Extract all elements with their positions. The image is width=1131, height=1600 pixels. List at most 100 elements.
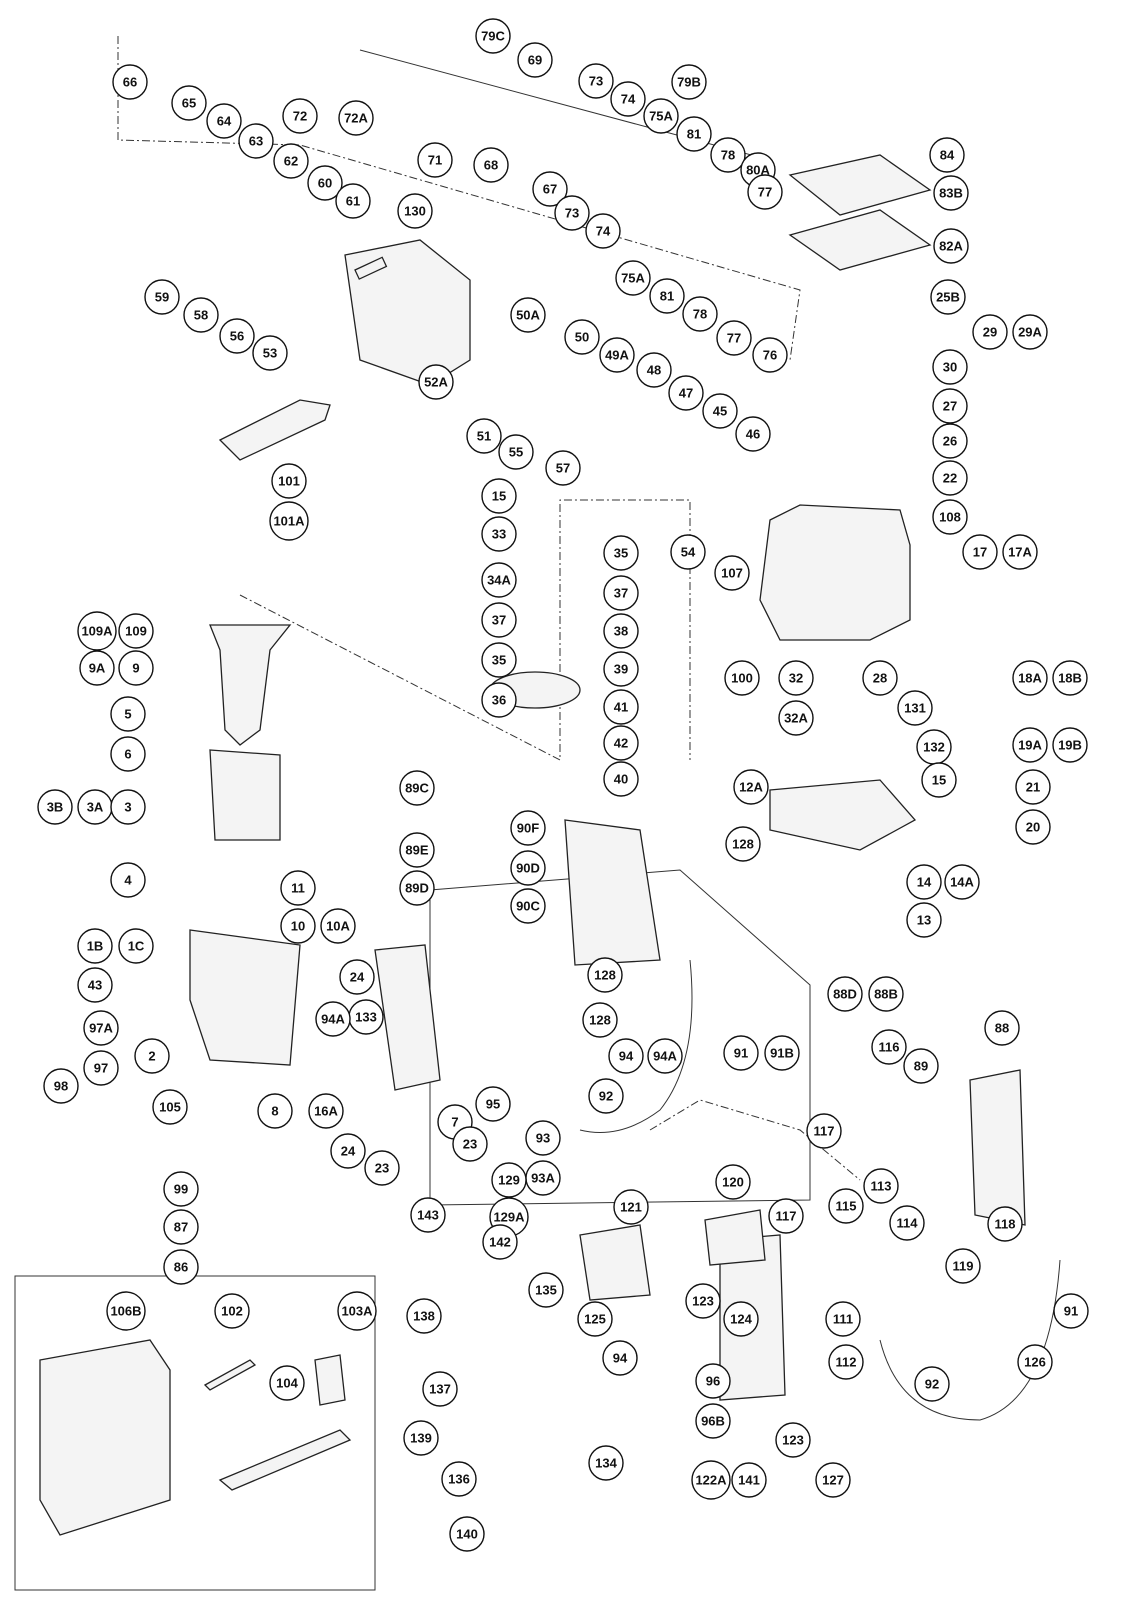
callout-circle (528, 1272, 564, 1308)
callout-number: 21 (1026, 780, 1040, 795)
callout-number: 79C (481, 29, 505, 44)
callout-circle (475, 1086, 511, 1122)
callout-138: 138 (406, 1298, 442, 1334)
callout-116: 116 (871, 1029, 907, 1065)
callout-circle (691, 1460, 731, 1500)
callout-number: 139 (410, 1431, 432, 1446)
callout-number: 15 (932, 773, 946, 788)
callout-circle (897, 690, 933, 726)
callout-number: 7 (451, 1115, 458, 1130)
callout-number: 13 (917, 913, 931, 928)
callout-number: 19A (1018, 738, 1042, 753)
callout-circle (889, 1205, 925, 1241)
callout-number: 89E (405, 843, 428, 858)
callout-circle (863, 1168, 899, 1204)
callout-circle (77, 928, 113, 964)
callout-circle (815, 1462, 851, 1498)
callout-119: 119 (945, 1248, 981, 1284)
carrying-case (39, 1339, 171, 1536)
callout-128: 128 (587, 957, 623, 993)
switch-cover-121 (579, 1224, 651, 1301)
callout-circle (1012, 314, 1048, 350)
callout-number: 121 (620, 1200, 642, 1215)
callout-number: 3 (124, 800, 131, 815)
callout-number: 109 (125, 624, 147, 639)
callout-5: 5 (110, 696, 146, 732)
callout-circle (585, 213, 621, 249)
callout-circle (932, 388, 968, 424)
callout-number: 114 (897, 1216, 919, 1231)
callout-132: 132 (916, 729, 952, 765)
callout-number: 32 (789, 671, 803, 686)
callout-47: 47 (668, 375, 704, 411)
callout-number: 56 (230, 329, 244, 344)
callout-circle (695, 1403, 731, 1439)
callout-circle (163, 1249, 199, 1285)
callout-number: 29A (1018, 325, 1042, 340)
callout-number: 98 (54, 1079, 68, 1094)
callout-circle (735, 416, 771, 452)
callout-number: 108 (939, 510, 961, 525)
callout-circle (588, 1445, 624, 1481)
callout-number: 122A (695, 1473, 727, 1488)
callout-48: 48 (636, 352, 672, 388)
callout-32a: 32A (778, 700, 814, 736)
callout-circle (1015, 769, 1051, 805)
callout-29: 29 (972, 314, 1008, 350)
callout-78: 78 (682, 296, 718, 332)
callout-circle (545, 450, 581, 486)
callout-number: 29 (983, 325, 997, 340)
callout-number: 123 (692, 1294, 714, 1309)
callout-10a: 10A (320, 908, 356, 944)
callout-number: 51 (477, 429, 491, 444)
callout-71: 71 (417, 142, 453, 178)
cord-91 (579, 959, 693, 1133)
callout-97: 97 (83, 1050, 119, 1086)
callout-number: 101A (273, 514, 305, 529)
callout-number: 30 (943, 360, 957, 375)
callout-circle (1052, 727, 1088, 763)
callout-circle (671, 64, 707, 100)
callout-123: 123 (685, 1283, 721, 1319)
callout-number: 3B (47, 800, 64, 815)
callout-number: 50A (516, 308, 540, 323)
callout-84: 84 (929, 137, 965, 173)
callout-circle (399, 770, 435, 806)
callout-number: 8 (271, 1104, 278, 1119)
callout-number: 94A (321, 1012, 345, 1027)
callout-circle (338, 100, 374, 136)
callout-96b: 96B (695, 1403, 731, 1439)
assembly-boundary-top (117, 36, 801, 361)
callout-circle (510, 297, 546, 333)
callout-number: 93A (531, 1171, 555, 1186)
callout-55: 55 (498, 434, 534, 470)
callout-81: 81 (676, 116, 712, 152)
callout-circle (587, 957, 623, 993)
callout-circle (682, 296, 718, 332)
callout-142: 142 (482, 1224, 518, 1260)
callout-circle (906, 902, 942, 938)
callout-56: 56 (219, 318, 255, 354)
callout-number: 17A (1008, 545, 1032, 560)
callout-circle (778, 700, 814, 736)
callout-number: 78 (721, 148, 735, 163)
callout-circle (715, 1164, 751, 1200)
callout-number: 77 (758, 185, 772, 200)
callout-25b: 25B (930, 279, 966, 315)
callout-18a: 18A (1012, 660, 1048, 696)
callout-number: 49A (605, 348, 629, 363)
callout-circle (335, 183, 371, 219)
callout-89: 89 (903, 1048, 939, 1084)
handle-cover-left (374, 944, 441, 1091)
callout-number: 59 (155, 290, 169, 305)
callout-circle (649, 278, 685, 314)
callout-circle (441, 1461, 477, 1497)
callout-number: 42 (614, 736, 628, 751)
callout-circle (473, 147, 509, 183)
callout-number: 79B (677, 75, 701, 90)
callout-37: 37 (481, 602, 517, 638)
callout-circle (668, 375, 704, 411)
callout-circle (330, 1133, 366, 1169)
callout-128: 128 (582, 1002, 618, 1038)
callout-108: 108 (932, 499, 968, 535)
